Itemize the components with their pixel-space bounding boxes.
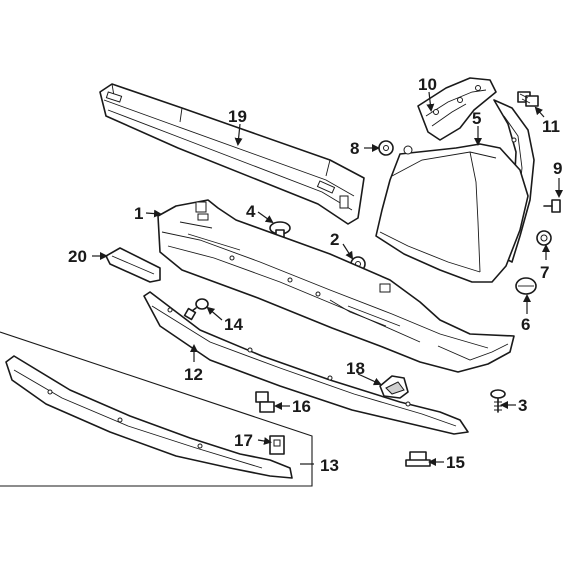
callout-numbers: 19 10 11 8 5 9 1 4 2 7 20 6 14 12 18 3 1…: [68, 75, 562, 475]
leader-18: [357, 373, 382, 386]
callout-15: 15: [446, 453, 465, 472]
callout-19: 19: [228, 107, 247, 126]
callout-5: 5: [472, 109, 481, 128]
part-17-bracket[interactable]: [269, 435, 285, 455]
callout-1: 1: [134, 204, 143, 223]
part-14-bolt[interactable]: [183, 298, 209, 321]
part-12-lower-panel[interactable]: [143, 291, 469, 435]
part-20-bracket[interactable]: [105, 247, 161, 283]
callout-14: 14: [224, 315, 243, 334]
part-11-bolt[interactable]: [517, 91, 539, 107]
callout-13: 13: [320, 456, 339, 475]
part-3-screw[interactable]: [490, 389, 506, 413]
part-1-bumper-cover[interactable]: [157, 199, 515, 373]
leader-2: [342, 243, 354, 260]
callout-10: 10: [418, 75, 437, 94]
part-13-lower-garnish[interactable]: [5, 355, 293, 479]
part-5-bumper-cover-side[interactable]: [375, 143, 529, 283]
leader-lines: [92, 91, 563, 466]
part-15-clip[interactable]: [405, 451, 431, 467]
part-7-grommet[interactable]: [536, 230, 552, 246]
callout-17: 17: [234, 431, 253, 450]
callout-11: 11: [542, 117, 560, 136]
callout-7: 7: [540, 263, 549, 282]
callout-4: 4: [246, 202, 256, 221]
callout-9: 9: [553, 159, 562, 178]
part-13-group-box: [0, 331, 313, 487]
callout-16: 16: [292, 397, 311, 416]
leader-11: [534, 106, 545, 118]
part-8-nut[interactable]: [378, 140, 394, 156]
leader-14: [206, 306, 223, 321]
part-18-bracket[interactable]: [379, 375, 409, 399]
callout-12: 12: [184, 365, 203, 384]
callout-20: 20: [68, 247, 87, 266]
part-16-clip[interactable]: [255, 391, 275, 413]
callout-2: 2: [330, 230, 339, 249]
leader-1: [145, 209, 162, 218]
part-19-bumper-reinforcement[interactable]: [99, 83, 365, 225]
callout-8: 8: [350, 139, 359, 158]
leader-10: [426, 91, 435, 112]
callout-6: 6: [521, 315, 530, 334]
part-10-bracket[interactable]: [417, 77, 497, 141]
part-6-clip[interactable]: [515, 277, 537, 295]
leader-17: [257, 437, 272, 445]
leader-4: [257, 211, 274, 224]
callout-3: 3: [518, 396, 527, 415]
leader-19: [234, 123, 243, 146]
part-9-screw[interactable]: [543, 199, 561, 213]
callout-18: 18: [346, 359, 365, 378]
